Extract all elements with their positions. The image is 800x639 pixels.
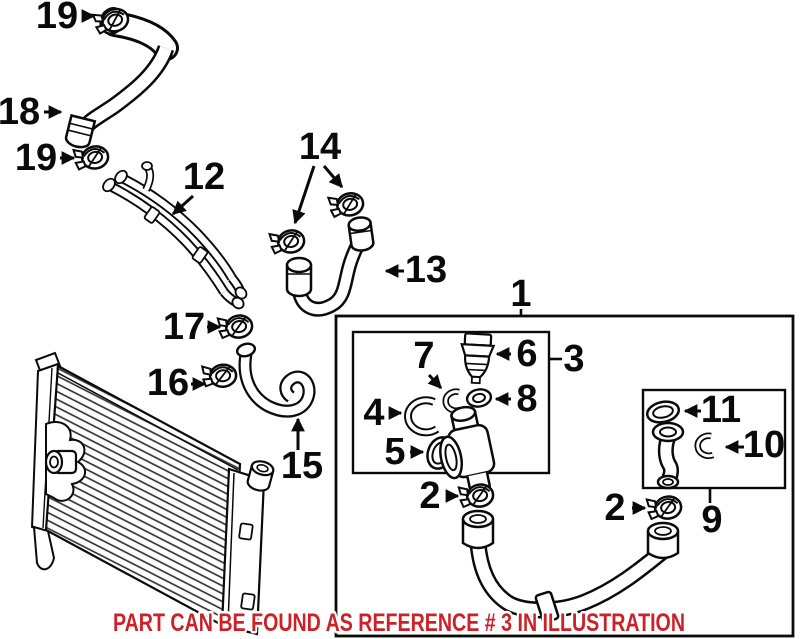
callout-label: 7	[413, 335, 434, 377]
callout-label: 19	[36, 0, 78, 37]
hose-18-end	[64, 113, 97, 149]
callout-19-bottom: 19	[15, 137, 76, 179]
subkit-box-9	[641, 388, 787, 490]
bottom-hose	[461, 509, 680, 624]
kit-box-1	[334, 314, 795, 638]
callout-label: 15	[281, 445, 323, 487]
callout-label: 1	[510, 273, 531, 315]
callout-label: 2	[604, 487, 625, 529]
hose-13-right-end	[347, 216, 375, 252]
callout-label: 9	[701, 499, 722, 541]
callout-label: 14	[299, 126, 341, 168]
pipes-12	[102, 161, 248, 310]
sensor-6-part	[460, 332, 496, 385]
callout-13: 13	[384, 249, 447, 291]
clamp-2-right-part	[645, 493, 684, 523]
hose-13-left-end	[285, 256, 313, 298]
radiator-clip	[238, 522, 254, 541]
callout-2-left: 2	[419, 475, 460, 517]
pipe-bracket	[143, 206, 161, 224]
water-neck-part	[651, 421, 685, 490]
callout-label: 12	[183, 156, 225, 198]
hose-15	[235, 342, 316, 418]
callout-label: 13	[405, 249, 447, 291]
callout-label: 17	[163, 306, 205, 348]
bottom-hose-collar	[534, 590, 560, 624]
callout-label: 6	[516, 333, 537, 375]
oring-8-part	[465, 388, 493, 408]
clamp-14-left-part	[268, 227, 308, 258]
callout-label: 16	[147, 362, 189, 404]
callout-10: 10	[724, 424, 785, 466]
clamp-17-part	[216, 312, 255, 342]
callout-7: 7	[413, 335, 443, 390]
callout-9: 9	[701, 489, 723, 541]
callout-label: 19	[15, 137, 57, 179]
callout-label: 3	[563, 338, 584, 380]
reference-note: PART CAN BE FOUND AS REFERENCE # 3 IN IL…	[113, 609, 685, 637]
callout-6: 6	[495, 333, 538, 375]
callout-19-top: 19	[36, 0, 96, 37]
callout-3: 3	[549, 338, 585, 380]
callout-18: 18	[0, 91, 63, 133]
radiator-foot	[32, 525, 56, 571]
clamp-16-part	[200, 362, 239, 390]
bottom-hose-right-end	[646, 521, 680, 560]
callout-1: 1	[510, 273, 532, 316]
callout-label: 8	[516, 378, 537, 420]
callout-16: 16	[147, 362, 207, 404]
callout-2-right: 2	[604, 487, 647, 529]
pipe-bracket	[191, 246, 209, 264]
radiator	[30, 351, 275, 636]
radiator-clip	[240, 592, 256, 611]
callout-label: 5	[384, 431, 405, 473]
callout-label: 10	[743, 424, 785, 466]
clip-10-part	[694, 432, 715, 459]
bottom-hose-left-end	[461, 509, 495, 550]
radiator-core	[44, 364, 242, 632]
callout-5: 5	[384, 431, 425, 473]
bracket-4-part	[404, 396, 440, 437]
callout-label: 11	[701, 389, 741, 431]
hose-15-opening	[235, 342, 257, 358]
thermostat-housing-part	[439, 405, 496, 495]
clamp-19-bottom-part	[72, 143, 112, 174]
callout-15: 15	[281, 417, 323, 487]
callout-4: 4	[363, 392, 403, 434]
callout-12: 12	[171, 156, 225, 216]
callout-17: 17	[163, 306, 222, 348]
callout-label: 4	[363, 392, 384, 434]
oring-11-part	[645, 400, 681, 424]
hose-13	[285, 216, 375, 317]
callout-14: 14	[292, 126, 344, 225]
callout-11: 11	[683, 389, 741, 431]
callout-label: 18	[0, 91, 40, 133]
clamp-2-left-part	[457, 481, 496, 511]
callout-label: 2	[419, 475, 440, 517]
callout-8: 8	[494, 378, 538, 420]
clamp-14-right-part	[327, 189, 367, 221]
radiator-top-port	[246, 460, 275, 492]
